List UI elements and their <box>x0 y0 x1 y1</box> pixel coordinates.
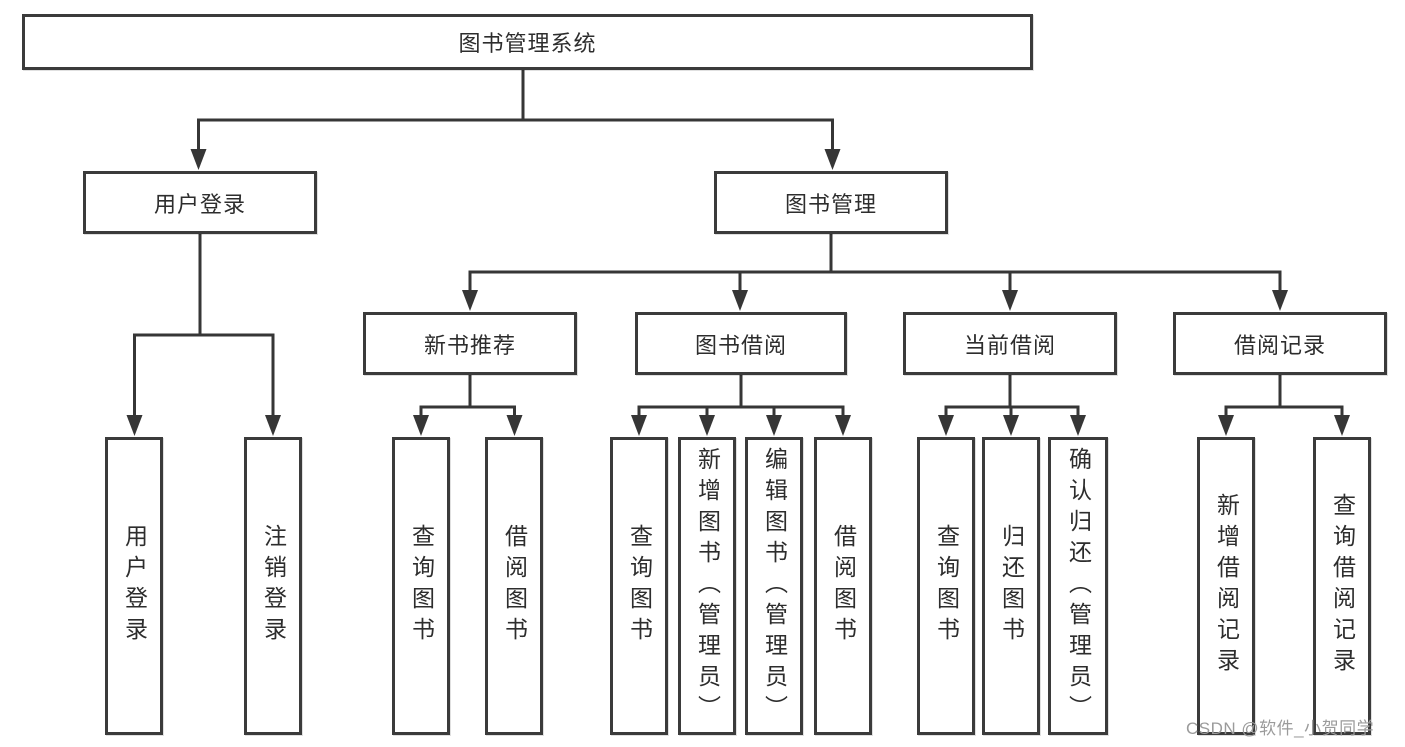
connector-bracket <box>1224 405 1344 416</box>
leaf-query-borrow-record: 查询借阅记录 <box>1313 437 1371 735</box>
arrowhead-down-icon <box>1334 415 1350 436</box>
node-label: 新增借阅记录 <box>1213 493 1240 679</box>
leaf-edit-books-admin: 编辑图书（管理员） <box>745 437 803 735</box>
node-label: 用户登录 <box>121 524 148 648</box>
node-label: 借阅图书 <box>830 524 857 648</box>
arrowhead-down-icon <box>126 415 143 436</box>
connector-bracket <box>419 405 516 416</box>
node-label: 查询借阅记录 <box>1329 493 1356 679</box>
arrowhead-down-icon <box>631 415 647 436</box>
node-label: 归还图书 <box>998 524 1025 648</box>
leaf-return-books: 归还图书 <box>982 437 1040 735</box>
node-label: 查询图书 <box>626 524 653 648</box>
leaf-confirm-return-admin: 确认归还（管理员） <box>1048 437 1108 735</box>
connector-bracket <box>133 333 275 416</box>
node-label: 编辑图书（管理员） <box>761 446 788 726</box>
leaf-borrow-books-borrowing: 借阅图书 <box>814 437 872 735</box>
node-label: 图书借阅 <box>694 332 787 358</box>
arrowhead-down-icon <box>190 149 207 170</box>
arrowhead-down-icon <box>938 415 954 436</box>
connector-bracket <box>197 118 834 151</box>
leaf-user-login: 用户登录 <box>105 437 163 735</box>
node-label: 借阅图书 <box>501 524 528 648</box>
leaf-query-books-current: 查询图书 <box>917 437 975 735</box>
arrowhead-down-icon <box>699 415 715 436</box>
arrowhead-down-icon <box>506 415 523 436</box>
arrowhead-down-icon <box>1218 415 1234 436</box>
node-label: 新书推荐 <box>423 332 516 358</box>
node-label: 确认归还（管理员） <box>1065 446 1092 726</box>
arrowhead-down-icon <box>413 415 429 436</box>
arrowhead-down-icon <box>835 415 851 436</box>
node-borrowing-records: 借阅记录 <box>1173 312 1387 375</box>
node-label: 图书管理 <box>784 191 877 217</box>
connector-bracket <box>468 270 1282 293</box>
node-book-borrowing: 图书借阅 <box>635 312 847 375</box>
node-label: 新增图书（管理员） <box>694 446 721 726</box>
node-label: 查询图书 <box>933 524 960 648</box>
leaf-query-books-borrowing: 查询图书 <box>610 437 668 735</box>
node-label: 注销登录 <box>260 524 287 648</box>
connector-bracket <box>944 405 1080 416</box>
connector-bracket <box>637 405 845 416</box>
arrowhead-down-icon <box>1070 415 1086 436</box>
arrowhead-down-icon <box>824 149 841 170</box>
leaf-logout: 注销登录 <box>244 437 302 735</box>
node-current-borrowing: 当前借阅 <box>903 312 1117 375</box>
node-label: 查询图书 <box>408 524 435 648</box>
node-library-management-system: 图书管理系统 <box>22 14 1033 70</box>
leaf-query-books-recommend: 查询图书 <box>392 437 450 735</box>
csdn-watermark: CSDN @软件_小贺同学 <box>1186 719 1375 738</box>
arrowhead-down-icon <box>732 290 748 311</box>
node-label: 用户登录 <box>153 191 246 217</box>
node-label: 借阅记录 <box>1233 332 1326 358</box>
arrowhead-down-icon <box>462 290 478 311</box>
arrowhead-down-icon <box>1003 415 1019 436</box>
leaf-add-books-admin: 新增图书（管理员） <box>678 437 736 735</box>
arrowhead-down-icon <box>766 415 782 436</box>
leaf-borrow-books-recommend: 借阅图书 <box>485 437 543 735</box>
node-label: 当前借阅 <box>963 332 1056 358</box>
leaf-add-borrow-record: 新增借阅记录 <box>1197 437 1255 735</box>
node-label: 图书管理系统 <box>458 31 597 56</box>
node-user-login: 用户登录 <box>83 171 317 234</box>
arrowhead-down-icon <box>1002 290 1018 311</box>
arrowhead-down-icon <box>1272 290 1288 311</box>
node-new-book-recommend: 新书推荐 <box>363 312 577 375</box>
node-book-management: 图书管理 <box>714 171 948 234</box>
arrowhead-down-icon <box>265 415 281 436</box>
